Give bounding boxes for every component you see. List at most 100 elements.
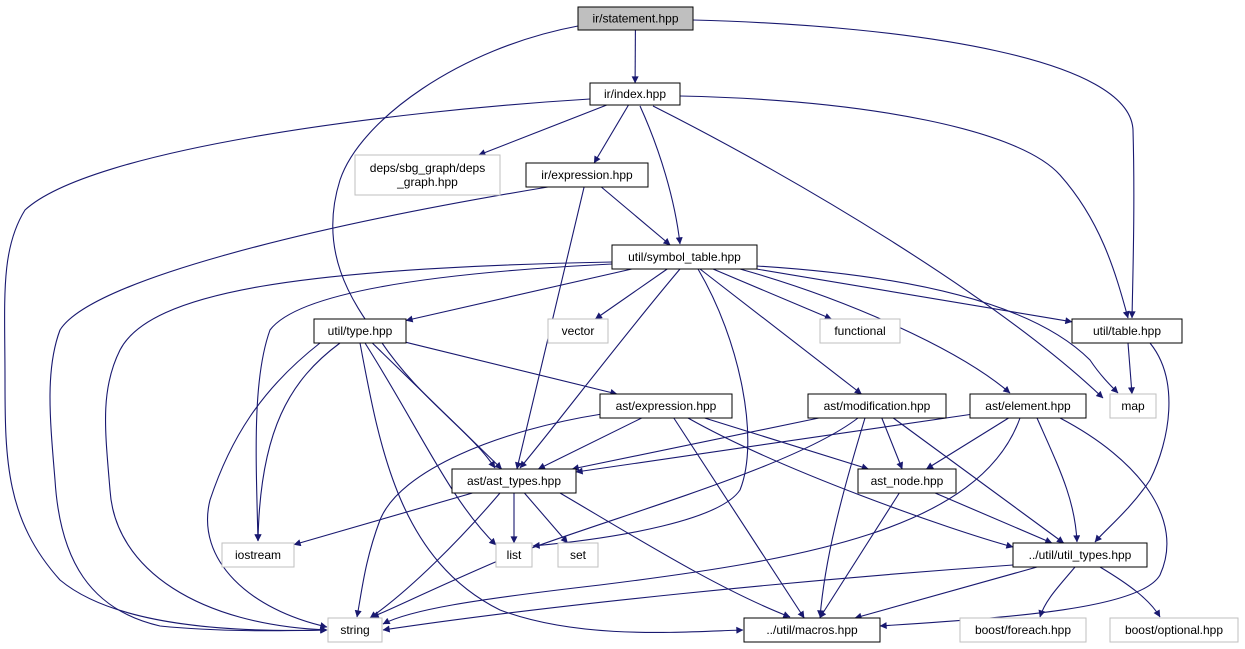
edge-astelem-to-astnode <box>926 417 1009 470</box>
node-statement[interactable]: ir/statement.hpp <box>577 6 694 31</box>
edge-asttypes-to-string <box>369 492 501 619</box>
node-box <box>327 617 383 643</box>
node-box <box>354 154 501 196</box>
node-irexpr[interactable]: ir/expression.hpp <box>525 162 649 188</box>
edge-astelem-to-asttypes <box>575 413 971 475</box>
node-utiltypes[interactable]: ../util/util_types.hpp <box>1012 542 1148 568</box>
node-label: boost/optional.hpp <box>1125 623 1223 637</box>
node-label: map <box>1121 399 1145 413</box>
node-box <box>525 162 649 188</box>
node-box <box>221 542 295 568</box>
node-label: boost/foreach.hpp <box>975 623 1071 637</box>
node-box <box>807 393 947 419</box>
edge-astelem-to-utiltypes <box>1036 417 1081 543</box>
node-box <box>959 617 1087 643</box>
edge-symtab-to-asttypes <box>519 268 681 469</box>
node-vector: vector <box>547 318 609 344</box>
edge-utiltypes-to-optional <box>1099 566 1161 618</box>
edge-table-to-utiltypes <box>1094 342 1170 543</box>
node-astmod[interactable]: ast/modification.hpp <box>807 393 947 419</box>
edge-astmod-to-utiltypes <box>892 417 1065 544</box>
node-box <box>819 318 901 344</box>
node-list: list <box>495 542 533 568</box>
node-box <box>577 6 694 31</box>
node-label: vector <box>562 324 595 338</box>
node-table[interactable]: util/table.hpp <box>1071 318 1183 344</box>
edge-statement-to-asttypes <box>332 25 579 469</box>
node-label: deps/sbg_graph/deps <box>370 161 485 175</box>
node-astnode[interactable]: ast_node.hpp <box>857 468 957 494</box>
node-asttypes[interactable]: ast/ast_types.hpp <box>451 468 577 494</box>
node-label: ir/expression.hpp <box>541 168 633 182</box>
edge-index-to-symtab <box>639 105 683 245</box>
node-macros[interactable]: ../util/macros.hpp <box>743 617 881 643</box>
node-index[interactable]: ir/index.hpp <box>589 82 681 106</box>
node-box <box>857 468 957 494</box>
node-deps: deps/sbg_graph/deps_graph.hpp <box>354 154 501 196</box>
edge-irexpr-to-string <box>49 186 549 634</box>
node-label: string <box>340 623 369 637</box>
node-box <box>451 468 577 494</box>
edge-index-to-string <box>4 98 591 634</box>
node-label: ast/modification.hpp <box>824 399 931 413</box>
edge-symtab-to-astmod <box>699 268 862 395</box>
edge-statement-to-table <box>692 19 1136 319</box>
edge-irexpr-to-symtab <box>600 186 671 246</box>
node-box <box>313 318 407 344</box>
node-box <box>1109 617 1239 643</box>
node-label: ast/ast_types.hpp <box>467 474 561 488</box>
node-box <box>557 542 599 568</box>
node-box <box>1071 318 1183 344</box>
node-box <box>1012 542 1148 568</box>
edge-index-to-map <box>652 105 1104 399</box>
edge-asttypes-to-set <box>523 492 569 544</box>
edge-type-to-astexpr <box>405 341 618 396</box>
edge-symtab-to-string <box>104 261 613 634</box>
edge-symtab-to-table <box>756 268 1073 325</box>
node-type[interactable]: util/type.hpp <box>313 318 407 344</box>
edge-type-to-string <box>207 342 328 629</box>
node-box <box>599 393 733 419</box>
node-functional: functional <box>819 318 901 344</box>
edges-layer <box>4 19 1170 634</box>
edge-type-to-iostream <box>254 342 341 542</box>
node-label: ast/expression.hpp <box>616 399 717 413</box>
edge-astexpr-to-asttypes <box>537 417 642 470</box>
edge-symtab-to-type <box>405 268 633 323</box>
edge-astelem-to-macros <box>879 417 1168 630</box>
node-label: _graph.hpp <box>396 175 458 189</box>
edge-type-to-list <box>364 342 497 546</box>
nodes-layer: ir/statement.hpp ir/index.hpp deps/sbg_gra… <box>221 6 1239 643</box>
node-box <box>547 318 609 344</box>
node-box <box>495 542 533 568</box>
node-label: util/table.hpp <box>1093 324 1161 338</box>
node-foreach: boost/foreach.hpp <box>959 617 1087 643</box>
edge-symtab-to-functional <box>712 268 832 320</box>
edge-symtab-to-vector <box>594 268 668 320</box>
edge-symtab-to-map <box>756 265 1119 394</box>
node-iostream: iostream <box>221 542 295 568</box>
edge-astmod-to-macros <box>817 417 866 618</box>
edge-index-to-irexpr <box>593 104 629 164</box>
edge-astnode-to-macros <box>819 492 900 619</box>
node-astelem[interactable]: ast/element.hpp <box>969 393 1087 419</box>
node-map: map <box>1109 393 1157 419</box>
node-label: util/type.hpp <box>328 324 393 338</box>
node-box <box>611 244 758 270</box>
node-set: set <box>557 542 599 568</box>
edge-symtab-to-list <box>532 268 749 549</box>
edge-astexpr-to-macros <box>673 417 805 619</box>
node-box <box>589 82 681 106</box>
node-symtab[interactable]: util/symbol_table.hpp <box>611 244 758 270</box>
edge-astexpr-to-astnode <box>704 417 869 471</box>
edge-asttypes-to-macros <box>559 492 791 618</box>
node-optional: boost/optional.hpp <box>1109 617 1239 643</box>
edge-astmod-to-asttypes <box>571 417 820 472</box>
node-astexpr[interactable]: ast/expression.hpp <box>599 393 733 419</box>
edge-astexpr-to-string <box>354 413 603 618</box>
node-box <box>1109 393 1157 419</box>
edge-astmod-to-string <box>371 417 859 618</box>
edge-asttypes-to-iostream <box>293 492 473 547</box>
edge-astexpr-to-utiltypes <box>687 417 1014 549</box>
